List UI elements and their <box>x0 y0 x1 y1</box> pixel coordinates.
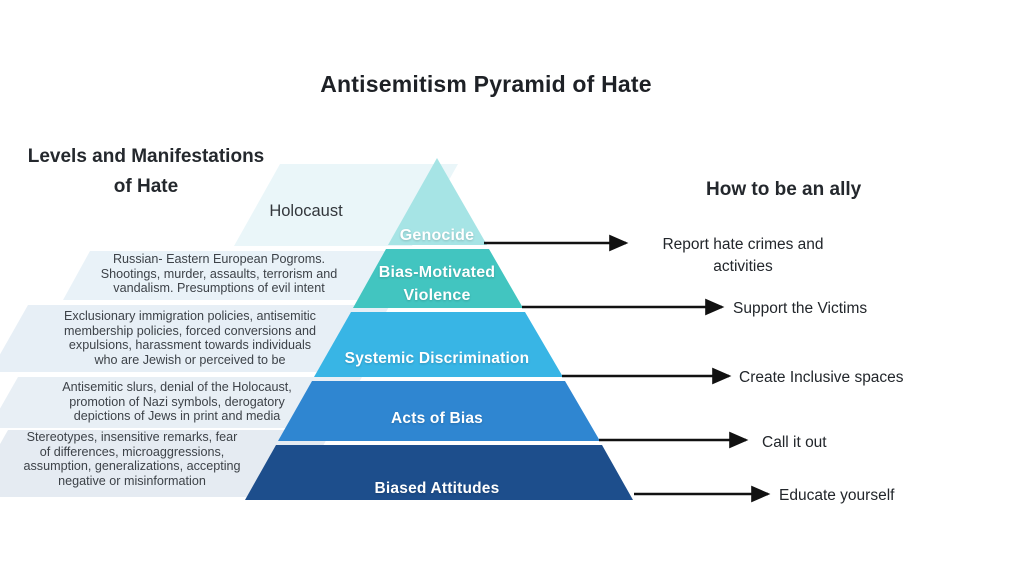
description-holocaust: Holocaust <box>269 202 343 220</box>
ally-report-hate-crimes: Report hate crimes and activities <box>662 236 824 275</box>
pyramid-label-systemic-discrimination: Systemic Discrimination <box>344 350 530 367</box>
ally-support-victims: Support the Victims <box>733 300 868 317</box>
page-title: Antisemitism Pyramid of Hate <box>320 71 652 97</box>
right-column-heading: How to be an ally <box>706 179 862 200</box>
description-band-5 <box>0 430 332 497</box>
description-band-2 <box>63 251 422 300</box>
pyramid-level-biased-attitudes-shape <box>245 445 633 500</box>
pyramid-level-acts-of-bias-shape <box>278 381 600 441</box>
ally-call-it-out: Call it out <box>762 434 827 451</box>
ally-educate-yourself: Educate yourself <box>779 487 895 504</box>
pyramid-level-genocide-shape <box>388 158 487 245</box>
description-acts-of-bias: Antisemitic slurs, denial of the Holocau… <box>62 380 292 424</box>
description-bias-motivated-violence: Russian- Eastern European Pogroms. Shoot… <box>100 252 338 296</box>
description-biased-attitudes: Stereotypes, insensitive remarks, fear o… <box>23 430 241 488</box>
description-band-4 <box>0 377 362 428</box>
pyramid-label-acts-of-bias: Acts of Bias <box>391 410 483 427</box>
description-systemic-discrimination: Exclusionary immigration policies, antis… <box>64 309 316 367</box>
ally-create-inclusive-spaces: Create Inclusive spaces <box>739 369 904 386</box>
left-column-heading: Levels and Manifestations of Hate <box>27 146 265 197</box>
description-band-3 <box>0 305 390 372</box>
pyramid-label-genocide: Genocide <box>399 227 475 244</box>
pyramid-level-bias-motivated-violence-shape <box>353 249 523 308</box>
pyramid-label-bias-motivated-violence: Bias-Motivated Violence <box>378 264 496 304</box>
pyramid-level-systemic-discrimination-shape <box>314 312 563 377</box>
pyramid-label-biased-attitudes: Biased Attitudes <box>374 480 500 497</box>
